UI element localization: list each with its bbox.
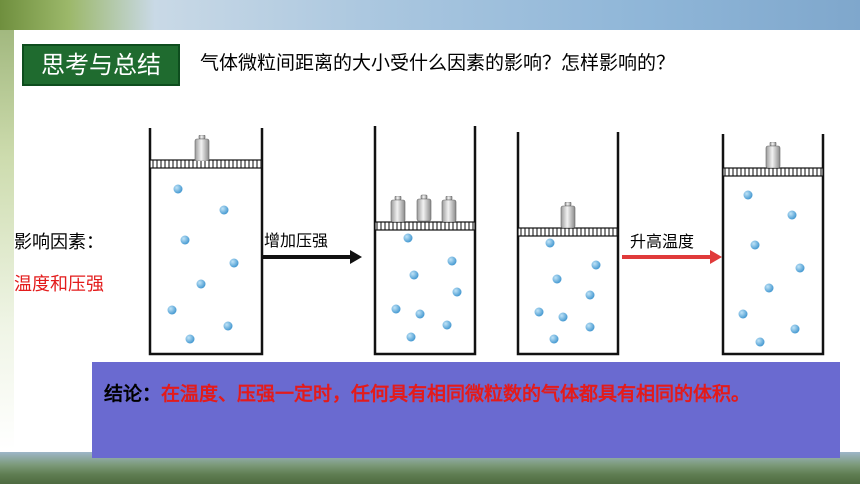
weight-icon — [441, 196, 457, 222]
particles-2 — [391, 233, 462, 342]
arrow-label-pressure: 增加压强 — [264, 231, 329, 250]
factor-label: 影响因素： — [14, 232, 104, 253]
particles-1 — [167, 184, 239, 344]
container-3-walls — [516, 132, 620, 356]
weight-icon — [416, 194, 432, 222]
weight-icon — [194, 135, 210, 161]
piston-3 — [517, 227, 619, 237]
container-4-walls — [721, 134, 825, 356]
weight-icon — [560, 202, 576, 228]
piston-4 — [722, 167, 824, 177]
arrow-raise-temperature — [622, 250, 722, 264]
leaf-decoration — [0, 30, 14, 450]
particles-4 — [738, 190, 805, 347]
conclusion-body: 在温度、压强一定时，任何具有相同微粒数的气体都具有相同的体积。 — [161, 383, 751, 405]
question-text: 气体微粒间距离的大小受什么因素的影响？怎样影响的？ — [200, 52, 676, 74]
arrow-increase-pressure — [262, 250, 362, 264]
container-2 — [373, 126, 477, 356]
arrow-label-temperature: 升高温度 — [630, 232, 695, 251]
weight-icon — [390, 196, 406, 222]
piston-1 — [149, 159, 263, 169]
container-4 — [721, 134, 825, 356]
container-1-walls — [148, 128, 264, 356]
conclusion-lead: 结论： — [104, 383, 162, 405]
top-landscape-banner — [0, 0, 860, 30]
piston-2 — [374, 221, 476, 231]
container-2-walls — [373, 126, 477, 356]
weight-icon — [765, 142, 781, 168]
section-title: 思考与总结 — [22, 44, 180, 86]
container-3 — [516, 132, 620, 356]
factor-value: 温度和压强 — [14, 274, 104, 295]
conclusion-box: 结论：在温度、压强一定时，任何具有相同微粒数的气体都具有相同的体积。 — [92, 362, 840, 458]
container-1 — [148, 128, 264, 356]
particles-3 — [534, 238, 601, 344]
